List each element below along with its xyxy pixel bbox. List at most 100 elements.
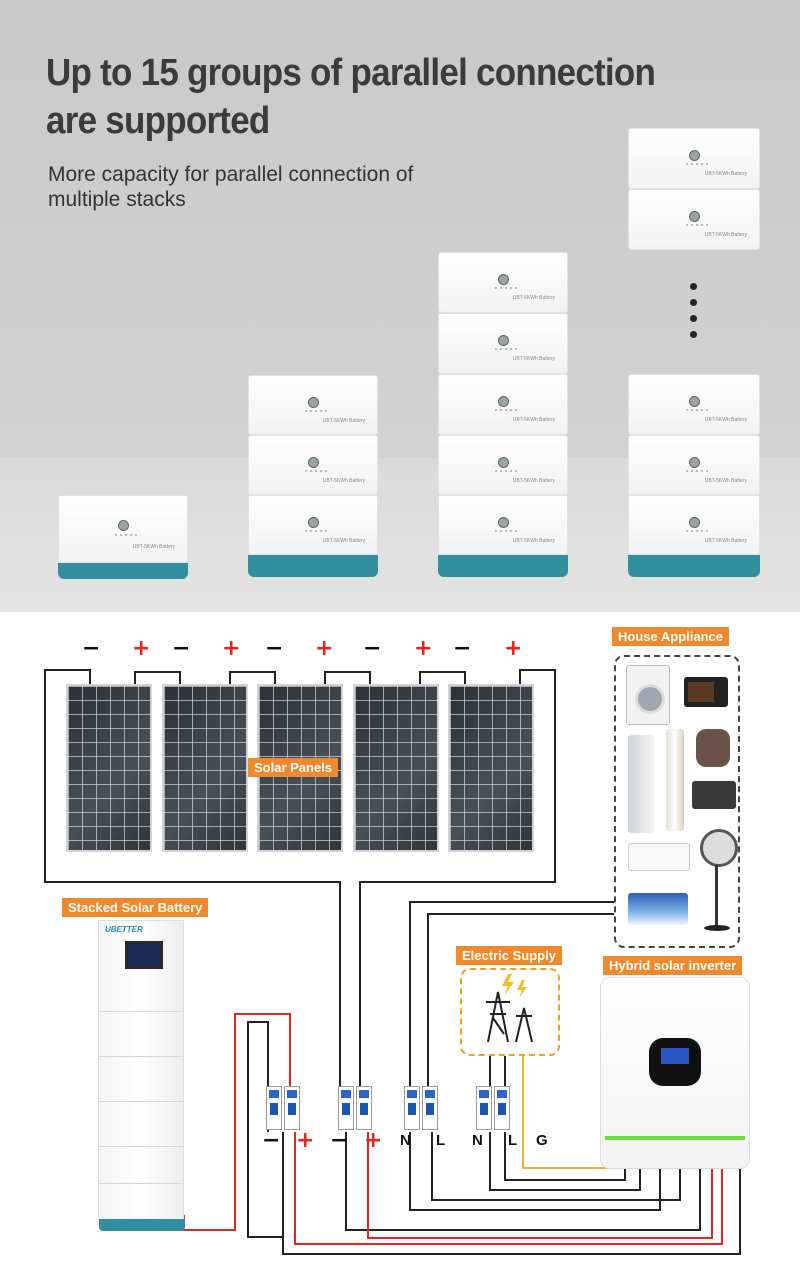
solar-panel xyxy=(353,684,439,852)
house-appliance-label: House Appliance xyxy=(612,627,729,646)
rice-cooker-icon xyxy=(696,729,730,767)
module-label: UBT-5KWh Battery xyxy=(512,537,555,544)
wiring-diagram: − + − + − + − + − + Solar Panels House A… xyxy=(0,612,800,1274)
module-label: UBT-5KWh Battery xyxy=(322,537,365,544)
power-knob-icon xyxy=(308,516,319,528)
hero-subtitle-line1: More capacity for parallel connection of xyxy=(48,163,414,186)
battery-display xyxy=(125,941,163,969)
ellipsis-dot-icon xyxy=(690,299,697,306)
battery-module: UBT-5KWh Battery xyxy=(438,252,568,313)
terminal-positive: + xyxy=(296,1128,315,1153)
panel-positive-sign: + xyxy=(414,636,433,661)
panel-negative-sign: − xyxy=(172,636,191,661)
terminal-line: L xyxy=(436,1132,446,1149)
power-knob-icon xyxy=(689,211,700,223)
power-knob-icon xyxy=(689,516,700,528)
solar-panel xyxy=(448,684,534,852)
electric-supply-group xyxy=(460,968,560,1056)
module-label: UBT-5KWh Battery xyxy=(322,417,365,424)
power-knob-icon xyxy=(498,456,509,468)
module-label: UBT-5KWh Battery xyxy=(704,537,747,544)
power-knob-icon xyxy=(498,274,509,286)
battery-module: UBT-5KWh Battery xyxy=(628,495,760,555)
solar-negative-wire xyxy=(44,669,341,1086)
ellipsis-dot-icon xyxy=(690,315,697,322)
module-label: UBT-5KWh Battery xyxy=(704,477,747,484)
television-icon xyxy=(628,893,688,925)
panel-negative-sign: − xyxy=(265,636,284,661)
ellipsis-dot-icon xyxy=(690,331,697,338)
inverter-display xyxy=(649,1038,701,1086)
power-knob-icon xyxy=(689,150,700,162)
terminal-negative: − xyxy=(262,1128,281,1153)
appliance-group xyxy=(614,655,740,948)
battery-base xyxy=(438,555,568,577)
battery-module: UBT-5KWh Battery xyxy=(248,375,378,435)
battery-module: UBT-5KWh Battery xyxy=(438,374,568,435)
hero-subtitle-line2: multiple stacks xyxy=(48,188,186,211)
module-label: UBT-5KWh Battery xyxy=(132,543,175,550)
wiring-lines xyxy=(44,669,741,1255)
battery-module: UBT-5KWh Battery xyxy=(628,374,760,435)
fan-icon xyxy=(700,829,738,867)
battery-module: UBT-5KWh Battery xyxy=(628,189,760,250)
hero-title-line1: Up to 15 groups of parallel connection xyxy=(46,52,656,94)
dc-breaker-solar xyxy=(338,1086,374,1130)
battery-module: UBT-5KWh Battery xyxy=(438,435,568,495)
panel-negative-sign: − xyxy=(82,636,101,661)
ellipsis-dot-icon xyxy=(690,283,697,290)
terminal-ground: G xyxy=(536,1132,548,1149)
power-knob-icon xyxy=(498,396,509,408)
power-knob-icon xyxy=(308,396,319,408)
hybrid-solar-inverter xyxy=(600,977,750,1169)
battery-module: UBT-5KWh Battery xyxy=(438,313,568,374)
electric-supply-label: Electric Supply xyxy=(456,946,562,965)
solar-panels-label: Solar Panels xyxy=(248,758,339,777)
wall-air-conditioner-icon xyxy=(628,843,690,871)
battery-module: UBT-5KWh Battery xyxy=(438,495,568,555)
module-label: UBT-5KWh Battery xyxy=(704,417,747,424)
module-label: UBT-5KWh Battery xyxy=(704,232,747,239)
refrigerator-icon xyxy=(628,735,654,833)
panel-positive-sign: + xyxy=(315,636,334,661)
battery-module: UBT-5KWh Battery xyxy=(248,435,378,495)
hero-section: Up to 15 groups of parallel connection a… xyxy=(0,0,800,612)
oven-icon xyxy=(684,677,728,707)
stacked-solar-battery: UBETTER xyxy=(98,920,185,1231)
terminal-line: L xyxy=(508,1132,518,1149)
battery-base xyxy=(99,1219,185,1231)
solar-panel xyxy=(162,684,248,852)
panel-positive-sign: + xyxy=(222,636,241,661)
panel-negative-sign: − xyxy=(453,636,472,661)
module-label: UBT-5KWh Battery xyxy=(322,477,365,484)
module-label: UBT-5KWh Battery xyxy=(512,295,555,302)
terminal-neutral: N xyxy=(400,1132,411,1149)
ac-breaker-load xyxy=(404,1086,440,1130)
module-label: UBT-5KWh Battery xyxy=(512,417,555,424)
terminal-neutral: N xyxy=(472,1132,483,1149)
power-knob-icon xyxy=(308,456,319,468)
solar-panel xyxy=(66,684,152,852)
microwave-icon xyxy=(692,781,736,809)
power-knob-icon xyxy=(498,516,509,528)
module-label: UBT-5KWh Battery xyxy=(704,171,747,178)
power-knob-icon xyxy=(498,335,509,347)
washing-machine-icon xyxy=(626,665,670,725)
panel-positive-sign: + xyxy=(132,636,151,661)
battery-base xyxy=(628,555,760,577)
power-tower-icon xyxy=(486,974,533,1043)
solar-positive-wire xyxy=(359,669,556,1086)
panel-negative-sign: − xyxy=(363,636,382,661)
module-label: UBT-5KWh Battery xyxy=(512,356,555,363)
panel-positive-sign: + xyxy=(504,636,523,661)
hybrid-inverter-label: Hybrid solar inverter xyxy=(603,956,743,975)
inverter-status-strip xyxy=(605,1136,745,1140)
battery-module: UBT-5KWh Battery xyxy=(58,495,188,563)
tower-air-conditioner-icon xyxy=(666,729,684,831)
terminal-positive: + xyxy=(364,1128,383,1153)
module-label: UBT-5KWh Battery xyxy=(512,477,555,484)
battery-base xyxy=(248,555,378,577)
battery-module: UBT-5KWh Battery xyxy=(628,128,760,189)
dc-breaker-battery xyxy=(266,1086,302,1130)
